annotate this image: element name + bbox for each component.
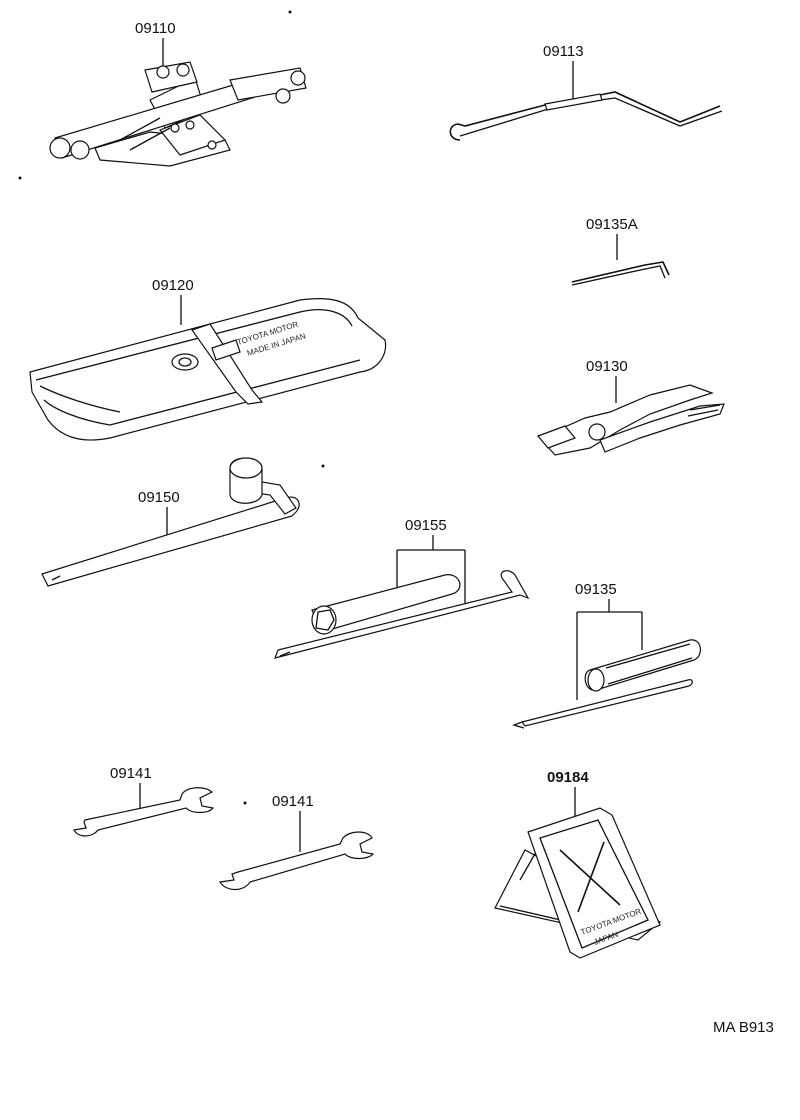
jack-handle-rod — [449, 91, 721, 141]
plug-wrench-socket — [311, 574, 461, 633]
jack-handle-part: 09113 — [449, 43, 723, 141]
tool-bag-buckle — [211, 339, 241, 361]
hex-key-bar — [571, 261, 670, 283]
screwdriver-part: 09135 — [511, 581, 701, 729]
tool-bag-label: 09120 — [152, 277, 194, 294]
hex-key-part: 09135A — [571, 216, 670, 286]
tool-bag-body — [29, 297, 387, 441]
pliers-part: 09130 — [536, 358, 725, 456]
tool-bag-logo — [171, 353, 199, 371]
spanner-1-part: 09141 — [73, 765, 215, 837]
spanner-2-label: 09141 — [272, 793, 314, 810]
pliers-handle-upper — [539, 384, 714, 456]
diagram-code: MA B913 — [713, 1019, 774, 1036]
tool-bag-strap — [191, 323, 264, 405]
jack-handle-label: 09113 — [543, 43, 584, 60]
screwdriver-handle — [584, 639, 701, 691]
screwdriver-label: 09135 — [575, 581, 617, 598]
tool-bag-part: 09120 TOYOTA MOTOR MADE IN JAPAN — [29, 277, 387, 441]
lug-wrench-bar — [41, 496, 300, 587]
jack-screw-end — [229, 67, 307, 101]
warning-triangle-label: 09184 — [547, 769, 589, 786]
plug-wrench-label: 09155 — [405, 517, 447, 534]
jack-handle-grip — [544, 93, 603, 111]
jack-part: 09110 — [49, 20, 307, 167]
pliers-handle-lower — [599, 403, 725, 453]
warning-triangle-part: 09184 TOYOTA MOTOR JAPAN — [494, 769, 662, 959]
warning-triangle-cross — [559, 841, 621, 913]
spanner-1-label: 09141 — [110, 765, 152, 782]
pliers-label: 09130 — [586, 358, 628, 375]
plug-wrench-bar — [274, 570, 530, 659]
plug-wrench-part: 09155 — [274, 517, 530, 659]
hex-key-label: 09135A — [586, 216, 638, 233]
spanner-2-part: 09141 — [219, 793, 375, 891]
screwdriver-shaft — [520, 679, 693, 727]
lug-wrench-label: 09150 — [138, 489, 180, 506]
warning-triangle-plate — [527, 807, 661, 959]
lug-wrench-part: 09150 — [41, 457, 300, 587]
spanner-2-body — [219, 831, 375, 891]
spanner-1-body — [73, 787, 215, 837]
pliers-jaw — [536, 425, 577, 449]
jack-label: 09110 — [135, 20, 176, 37]
pliers-pivot — [588, 423, 606, 441]
